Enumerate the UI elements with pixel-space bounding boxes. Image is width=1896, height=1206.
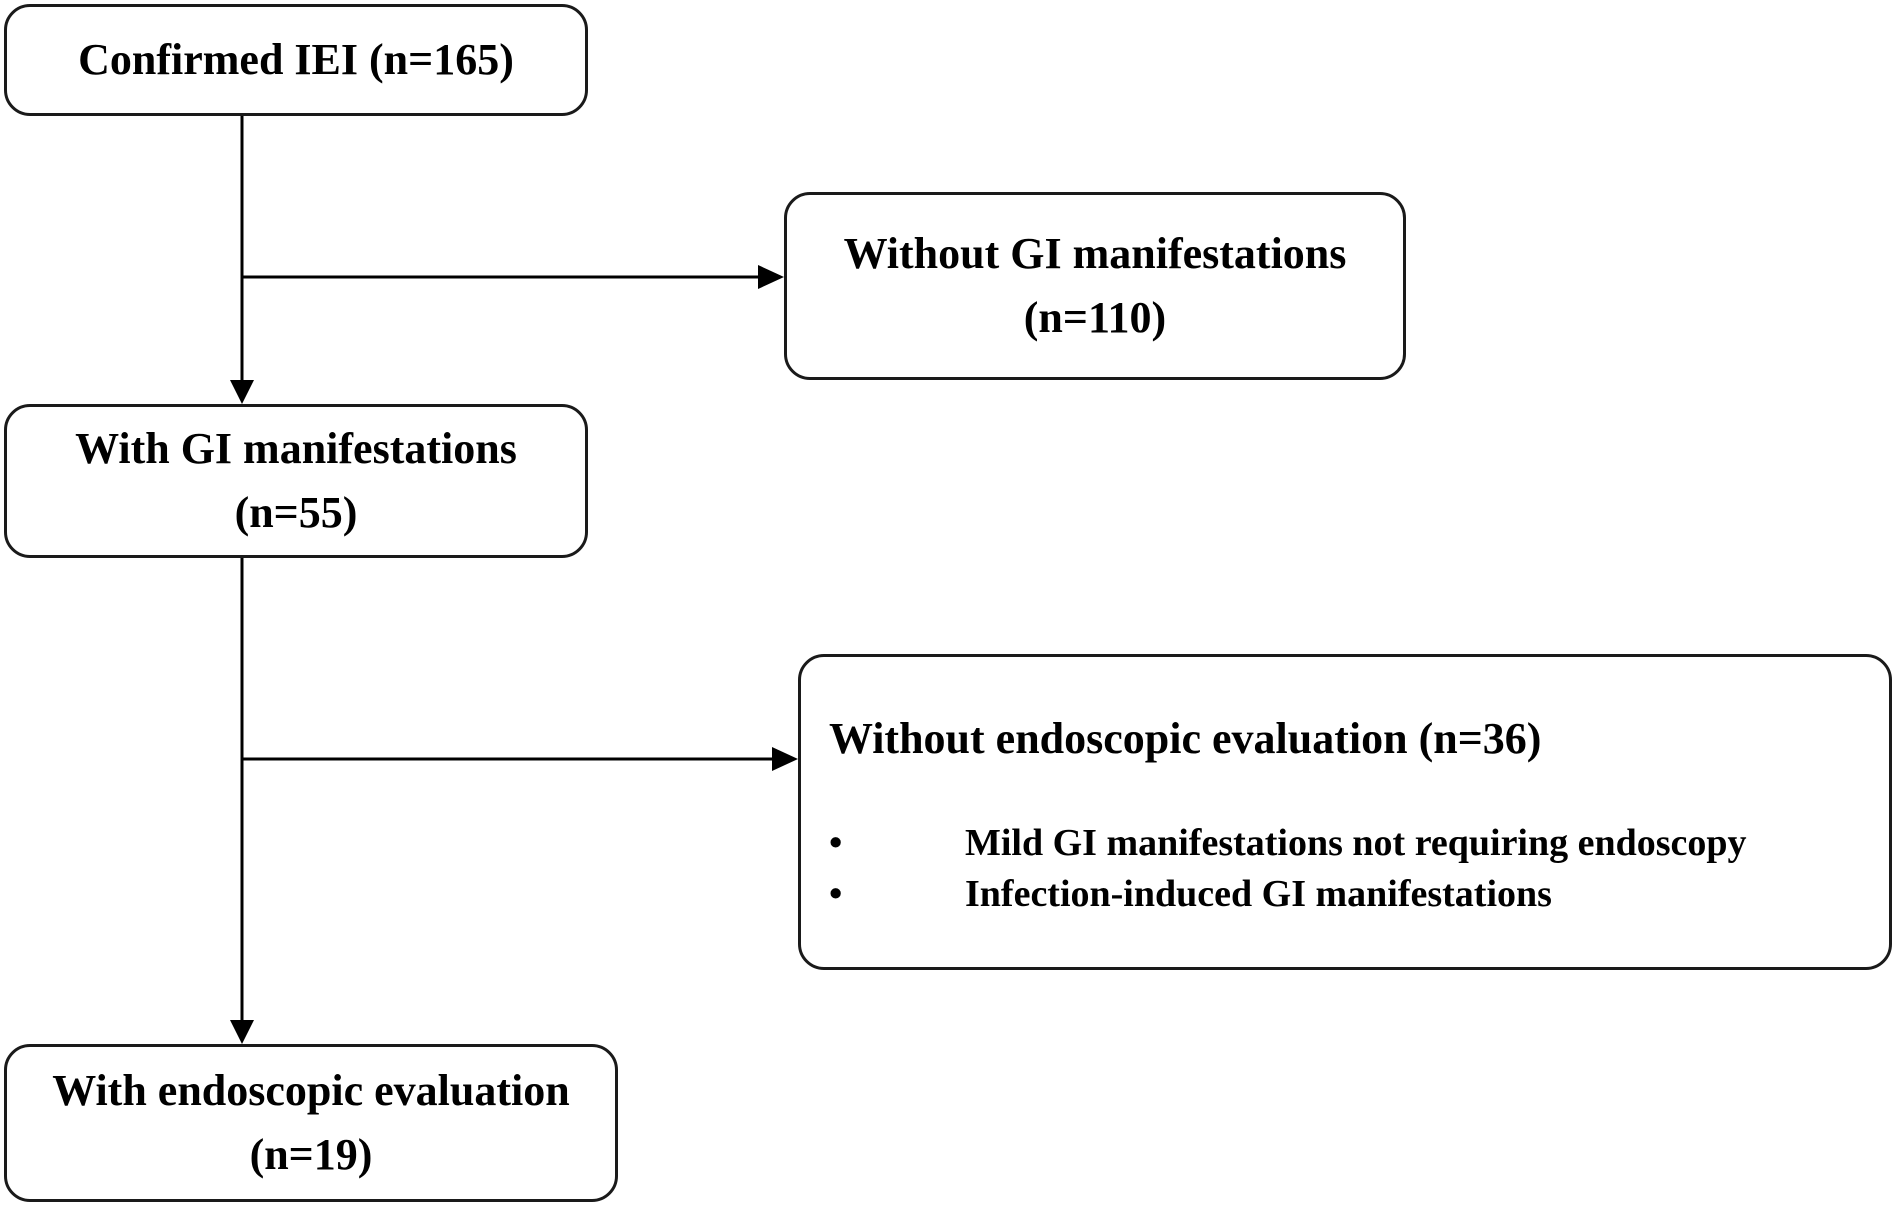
with-endoscopy-box: With endoscopic evaluation (n=19)	[4, 1044, 618, 1202]
with-endoscopy-count: (n=19)	[249, 1130, 373, 1179]
with-gi-box: With GI manifestations (n=55)	[4, 404, 588, 558]
confirmed-iei-box: Confirmed IEI (n=165)	[4, 4, 588, 116]
reason-list-item: • Mild GI manifestations not requiring e…	[829, 818, 1747, 869]
arrowhead-without-endoscopy	[772, 747, 798, 771]
reason-text: Infection-induced GI manifestations	[965, 873, 1552, 916]
reason-text: Mild GI manifestations not requiring end…	[965, 821, 1747, 864]
confirmed-iei-text: Confirmed IEI (n=165)	[78, 35, 514, 85]
bullet-icon: •	[829, 821, 843, 864]
without-endoscopy-box: Without endoscopic evaluation (n=36) • M…	[798, 654, 1892, 970]
without-gi-box: Without GI manifestations (n=110)	[784, 192, 1406, 380]
with-gi-label: With GI manifestations	[75, 424, 517, 474]
with-endoscopy-label: With endoscopic evaluation	[52, 1066, 570, 1116]
without-gi-count: (n=110)	[1023, 293, 1167, 342]
reason-list-item: • Infection-induced GI manifestations	[829, 869, 1747, 920]
without-gi-label: Without GI manifestations	[843, 229, 1347, 279]
without-endoscopy-title: Without endoscopic evaluation (n=36)	[829, 714, 1542, 763]
bullet-icon: •	[829, 873, 843, 916]
arrowhead-with-gi	[230, 380, 254, 404]
reason-list: • Mild GI manifestations not requiring e…	[829, 818, 1747, 921]
arrowhead-without-gi	[758, 265, 784, 289]
with-gi-count: (n=55)	[234, 488, 358, 537]
arrowhead-with-endoscopy	[230, 1020, 254, 1044]
